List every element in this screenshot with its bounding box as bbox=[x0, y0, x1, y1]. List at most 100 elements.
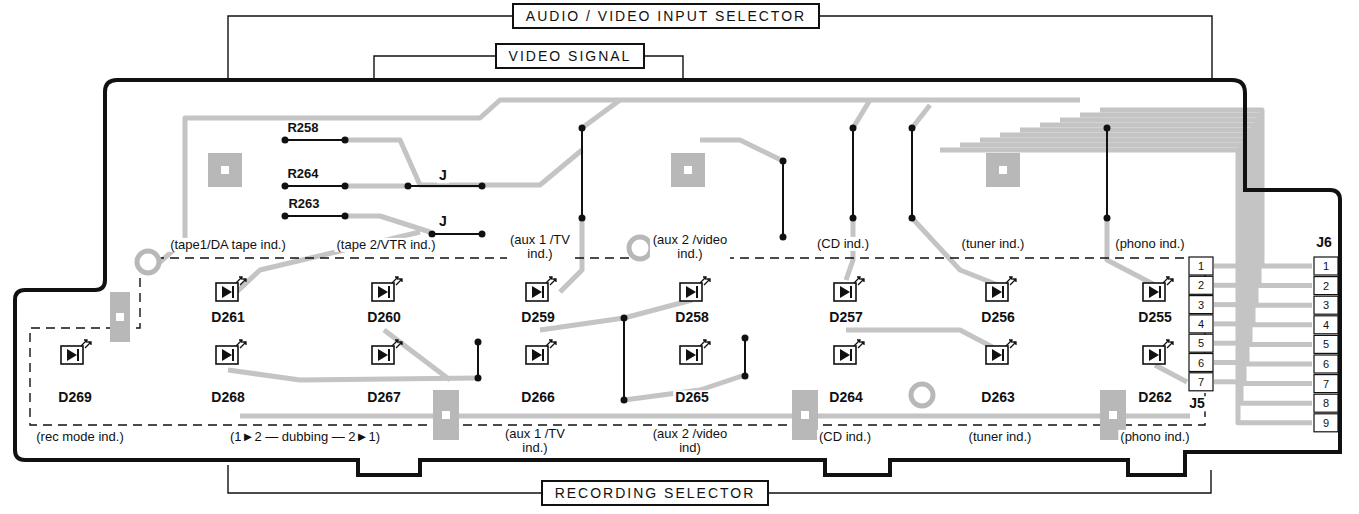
diode-label: D264 bbox=[827, 390, 864, 405]
light-arrows bbox=[392, 277, 402, 285]
diode-bar bbox=[696, 349, 698, 361]
diode-bar bbox=[1159, 286, 1161, 298]
solder-point bbox=[282, 213, 289, 220]
pin-box bbox=[1189, 373, 1213, 391]
diode-label: D258 bbox=[673, 310, 710, 325]
led-body bbox=[986, 346, 1008, 364]
copper-trace bbox=[540, 300, 692, 330]
diode-triangle bbox=[378, 349, 388, 361]
copper-trace bbox=[240, 414, 1190, 419]
light-arrows bbox=[546, 340, 556, 348]
pad bbox=[110, 292, 130, 342]
solder-point bbox=[780, 234, 787, 241]
light-arrows bbox=[81, 340, 91, 348]
pad-group bbox=[110, 153, 1126, 440]
indicator-label: (CD ind.) bbox=[817, 430, 873, 444]
title-box: AUDIO / VIDEO INPUT SELECTOR bbox=[512, 3, 820, 29]
solder-point bbox=[1104, 125, 1111, 132]
pin-box bbox=[1189, 296, 1213, 314]
pin-box bbox=[1314, 394, 1338, 412]
light-arrows bbox=[546, 277, 556, 285]
pin-box bbox=[1189, 276, 1213, 294]
solder-point bbox=[742, 373, 749, 380]
led-symbol bbox=[986, 340, 1016, 364]
title-text: RECORDING SELECTOR bbox=[555, 485, 756, 501]
copper-trace bbox=[345, 216, 430, 232]
indicator-label: (1►2 — dubbing — 2►1) bbox=[228, 430, 382, 444]
copper-trace bbox=[1214, 321, 1245, 326]
diode-triangle bbox=[378, 286, 388, 298]
pin-number: 4 bbox=[1323, 319, 1329, 331]
led-symbol bbox=[61, 340, 91, 364]
led-body bbox=[986, 283, 1008, 301]
jumper-wire bbox=[285, 215, 345, 217]
diode-triangle bbox=[532, 349, 542, 361]
title-box: VIDEO SIGNAL bbox=[495, 43, 646, 69]
jumper-wire bbox=[432, 233, 482, 235]
indicator-label: (tuner ind.) bbox=[960, 237, 1027, 251]
led-symbol bbox=[834, 277, 864, 301]
pin-box bbox=[1314, 277, 1338, 295]
light-arrows bbox=[1006, 277, 1016, 285]
pad-hole bbox=[801, 411, 809, 419]
led-body bbox=[1143, 346, 1165, 364]
pin-number: 8 bbox=[1323, 397, 1329, 409]
title-box: RECORDING SELECTOR bbox=[541, 480, 770, 506]
copper-trace bbox=[1214, 379, 1245, 384]
pin-number: 7 bbox=[1323, 378, 1329, 390]
round-pad bbox=[629, 237, 651, 259]
indicator-label: (aux 1 /TV ind.) bbox=[507, 233, 573, 262]
diode-triangle bbox=[686, 286, 696, 298]
copper-trace bbox=[853, 100, 870, 128]
led-symbol bbox=[680, 277, 710, 301]
led-body bbox=[834, 346, 856, 364]
solder-point bbox=[742, 335, 749, 342]
pin-number: 6 bbox=[1323, 358, 1329, 370]
led-body bbox=[216, 283, 238, 301]
light-arrows bbox=[854, 340, 864, 348]
led-group bbox=[61, 277, 1173, 364]
indicator-label: (aux 1 /TV ind.) bbox=[502, 427, 568, 456]
led-symbol bbox=[216, 340, 246, 364]
pin-box bbox=[1314, 316, 1338, 334]
diode-bar bbox=[696, 286, 698, 298]
diode-triangle bbox=[222, 286, 232, 298]
indicator-label: (aux 2 /video ind.) bbox=[650, 233, 730, 262]
copper-trace bbox=[1214, 283, 1245, 288]
led-symbol bbox=[680, 340, 710, 364]
pin-number: 1 bbox=[1198, 260, 1204, 272]
indicator-label: (tape1/DA tape ind.) bbox=[168, 238, 288, 252]
led-symbol bbox=[986, 277, 1016, 301]
copper-trace bbox=[912, 218, 998, 285]
light-arrows bbox=[236, 277, 246, 285]
pin-box bbox=[1314, 257, 1338, 275]
diode-bar bbox=[542, 349, 544, 361]
diode-label: D267 bbox=[365, 390, 402, 405]
diode-triangle bbox=[992, 349, 1002, 361]
diode-bar bbox=[388, 286, 390, 298]
diode-triangle bbox=[67, 349, 77, 361]
copper-trace bbox=[1214, 341, 1245, 346]
dashed-region bbox=[30, 258, 1205, 425]
diode-label: D262 bbox=[1136, 390, 1173, 405]
pin-number: 2 bbox=[1198, 279, 1204, 291]
diode-bar bbox=[1002, 349, 1004, 361]
copper-trace bbox=[345, 184, 408, 189]
pin-number: 3 bbox=[1198, 299, 1204, 311]
jumper-wire bbox=[285, 185, 345, 187]
led-body bbox=[61, 346, 83, 364]
pin-number: 5 bbox=[1323, 338, 1329, 350]
pad-hole bbox=[999, 166, 1007, 174]
led-body bbox=[680, 283, 702, 301]
pin-box bbox=[1189, 334, 1213, 352]
diode-label: D265 bbox=[673, 390, 710, 405]
jumper-wire bbox=[852, 128, 854, 218]
jumper-wire bbox=[285, 139, 345, 141]
light-arrows bbox=[854, 277, 864, 285]
diode-label: D269 bbox=[56, 390, 93, 405]
led-body bbox=[1143, 283, 1165, 301]
pad bbox=[986, 153, 1020, 187]
solder-point bbox=[850, 215, 857, 222]
pad-hole bbox=[1109, 411, 1117, 419]
copper-trace bbox=[345, 140, 582, 185]
